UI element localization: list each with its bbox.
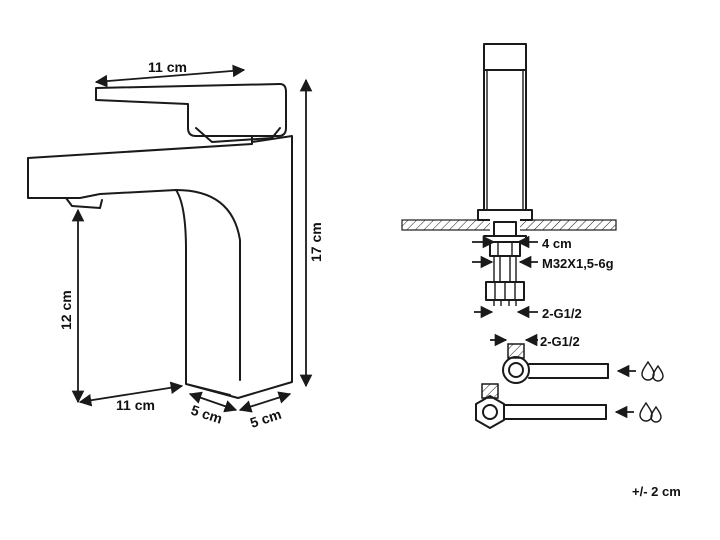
installation-diagram: [401, 43, 617, 429]
label-hose-connector-upper: 2-G1/2: [540, 334, 580, 349]
mount-nut: [489, 241, 521, 257]
lever-handle: [95, 83, 287, 137]
body-inner-curve: [175, 189, 241, 381]
spout: [27, 135, 253, 199]
label-mount-hole: 4 cm: [542, 236, 572, 251]
dim-line-base-width: [238, 391, 292, 413]
label-base-depth: 5 cm: [189, 402, 224, 427]
faucet-body-front: [483, 69, 527, 211]
faucet-outline: [27, 83, 293, 399]
spout-outlet: [65, 197, 103, 209]
dim-line-base-depth: [188, 391, 238, 413]
label-base-width: 5 cm: [248, 406, 283, 431]
label-thread-spec: M32X1,5-6g: [542, 256, 614, 271]
faucet-top-cap: [483, 43, 527, 71]
angle-valve-lower: [475, 383, 607, 429]
label-spout-reach: 11 cm: [116, 397, 155, 413]
lever-cartridge: [195, 127, 281, 143]
water-drops-icon: [641, 360, 664, 382]
label-tolerance: +/- 2 cm: [632, 484, 681, 499]
dim-line-lever-width: [94, 64, 246, 88]
faucet-body: [175, 135, 293, 399]
angle-valve-upper: [502, 343, 609, 384]
dim-line-reach: [78, 381, 184, 407]
label-hose-connector-lower: 2-G1/2: [542, 306, 582, 321]
water-drops-icon: [639, 401, 662, 423]
label-clearance-height: 12 cm: [58, 290, 74, 330]
label-total-height: 17 cm: [308, 222, 324, 262]
label-lever-width: 11 cm: [148, 59, 187, 75]
